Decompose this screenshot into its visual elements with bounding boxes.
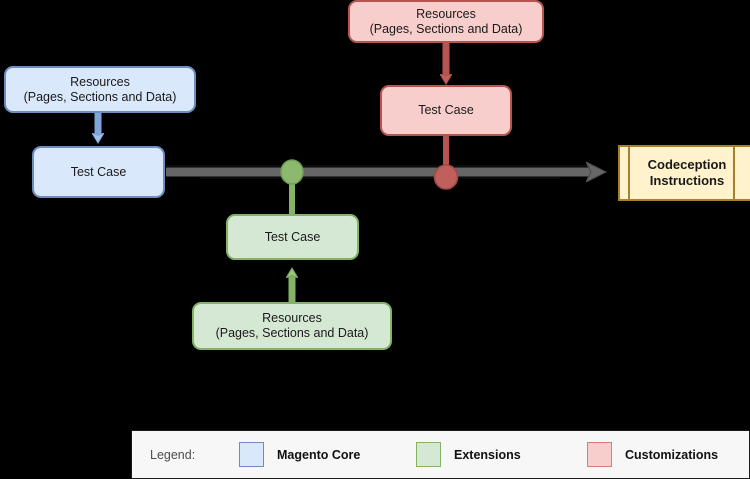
- node-ext-testcase[interactable]: Test Case: [226, 214, 359, 260]
- node-core-resources[interactable]: Resources (Pages, Sections and Data): [4, 66, 196, 113]
- connector-cust-testcase-to-main-flow: [433, 136, 459, 190]
- process-bar-left: [628, 147, 630, 199]
- legend-swatch-customizations: [587, 442, 612, 467]
- connector-ext-testcase-to-main-flow: [280, 159, 304, 214]
- legend-swatch-magento-core: [239, 442, 264, 467]
- node-cust-testcase[interactable]: Test Case: [380, 85, 512, 136]
- legend-label-extensions: Extensions: [454, 447, 521, 462]
- legend-entry-extensions: Extensions: [416, 442, 521, 467]
- node-core-testcase[interactable]: Test Case: [32, 146, 165, 198]
- legend-label-customizations: Customizations: [625, 447, 719, 462]
- process-bar-right: [733, 147, 735, 199]
- edge-main-flow-to-codeception: [166, 166, 596, 178]
- legend-entry-magento-core: Magento Core: [239, 442, 360, 467]
- legend-title: Legend:: [150, 447, 196, 462]
- node-ext-resources[interactable]: Resources (Pages, Sections and Data): [192, 302, 392, 350]
- node-codeception-instructions[interactable]: Codeception Instructions: [618, 145, 750, 201]
- legend: Legend: Magento Core Extensions Customiz…: [131, 430, 750, 479]
- node-codeception-label: Codeception Instructions: [647, 157, 727, 188]
- legend-swatch-extensions: [416, 442, 441, 467]
- legend-entry-customizations: Customizations: [587, 442, 718, 467]
- node-cust-resources[interactable]: Resources (Pages, Sections and Data): [348, 0, 544, 43]
- legend-label-magento-core: Magento Core: [277, 447, 361, 462]
